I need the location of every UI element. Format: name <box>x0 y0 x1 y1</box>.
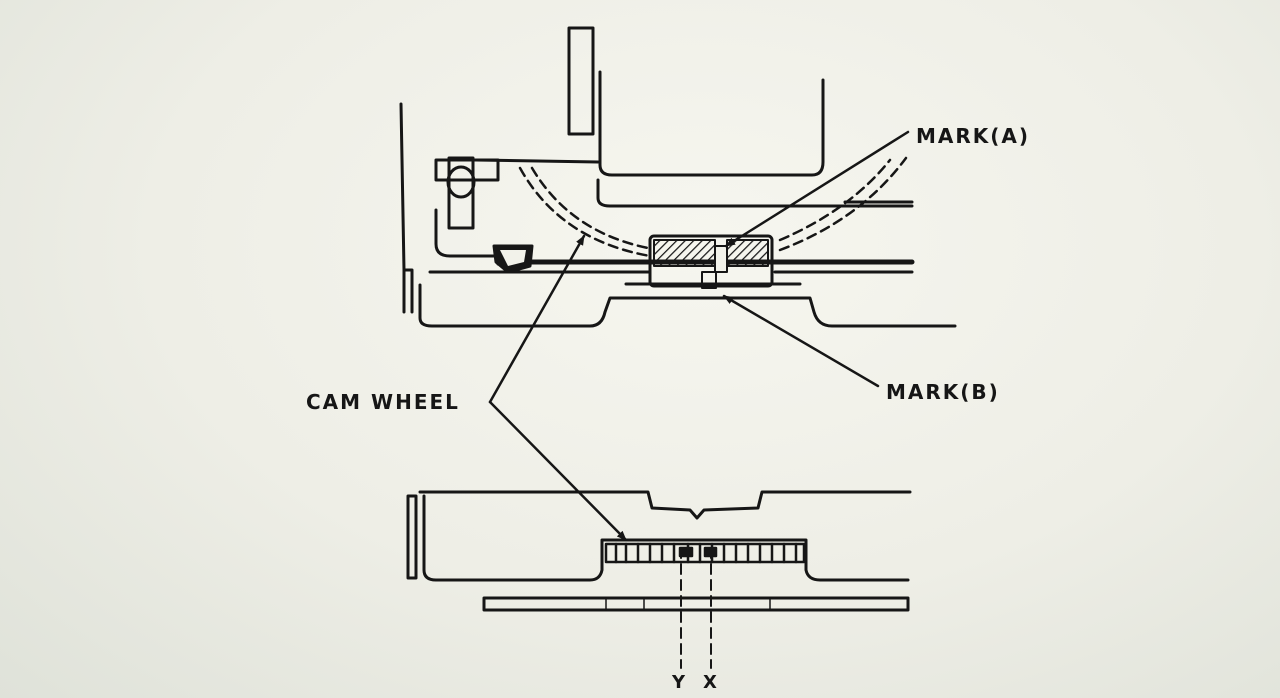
cam-wheel-label: CAM WHEEL <box>306 390 460 414</box>
side-left-edge <box>406 494 418 580</box>
x-label: X <box>703 672 719 693</box>
cam-wheel-leader-bottom <box>488 400 628 542</box>
mark-b-label: MARK(B) <box>886 380 1000 404</box>
rod <box>567 26 595 136</box>
side-body <box>422 494 910 582</box>
cam-wheel-teeth <box>604 542 806 564</box>
upper-frame <box>598 70 825 177</box>
side-top-edge <box>418 490 912 520</box>
bottom-rail <box>482 596 910 612</box>
side-view <box>406 490 912 669</box>
cam-arc-left-inner <box>530 166 650 250</box>
y-label: Y <box>672 672 688 693</box>
clip <box>492 244 534 274</box>
mark-b-leader <box>722 294 880 388</box>
mark-a-label: MARK(A) <box>916 124 1031 148</box>
cam-wheel-block <box>648 234 774 289</box>
lower-plate <box>418 283 957 328</box>
mark-a-leader <box>724 130 910 248</box>
cam-arc-right-inner <box>778 158 892 242</box>
cam-arc-left-outer <box>518 166 652 258</box>
cam-arc-right-outer <box>778 156 908 252</box>
top-view <box>399 26 957 328</box>
inner-wall <box>596 178 914 208</box>
left-border <box>399 102 406 314</box>
cam-wheel-leader-top <box>488 234 586 404</box>
